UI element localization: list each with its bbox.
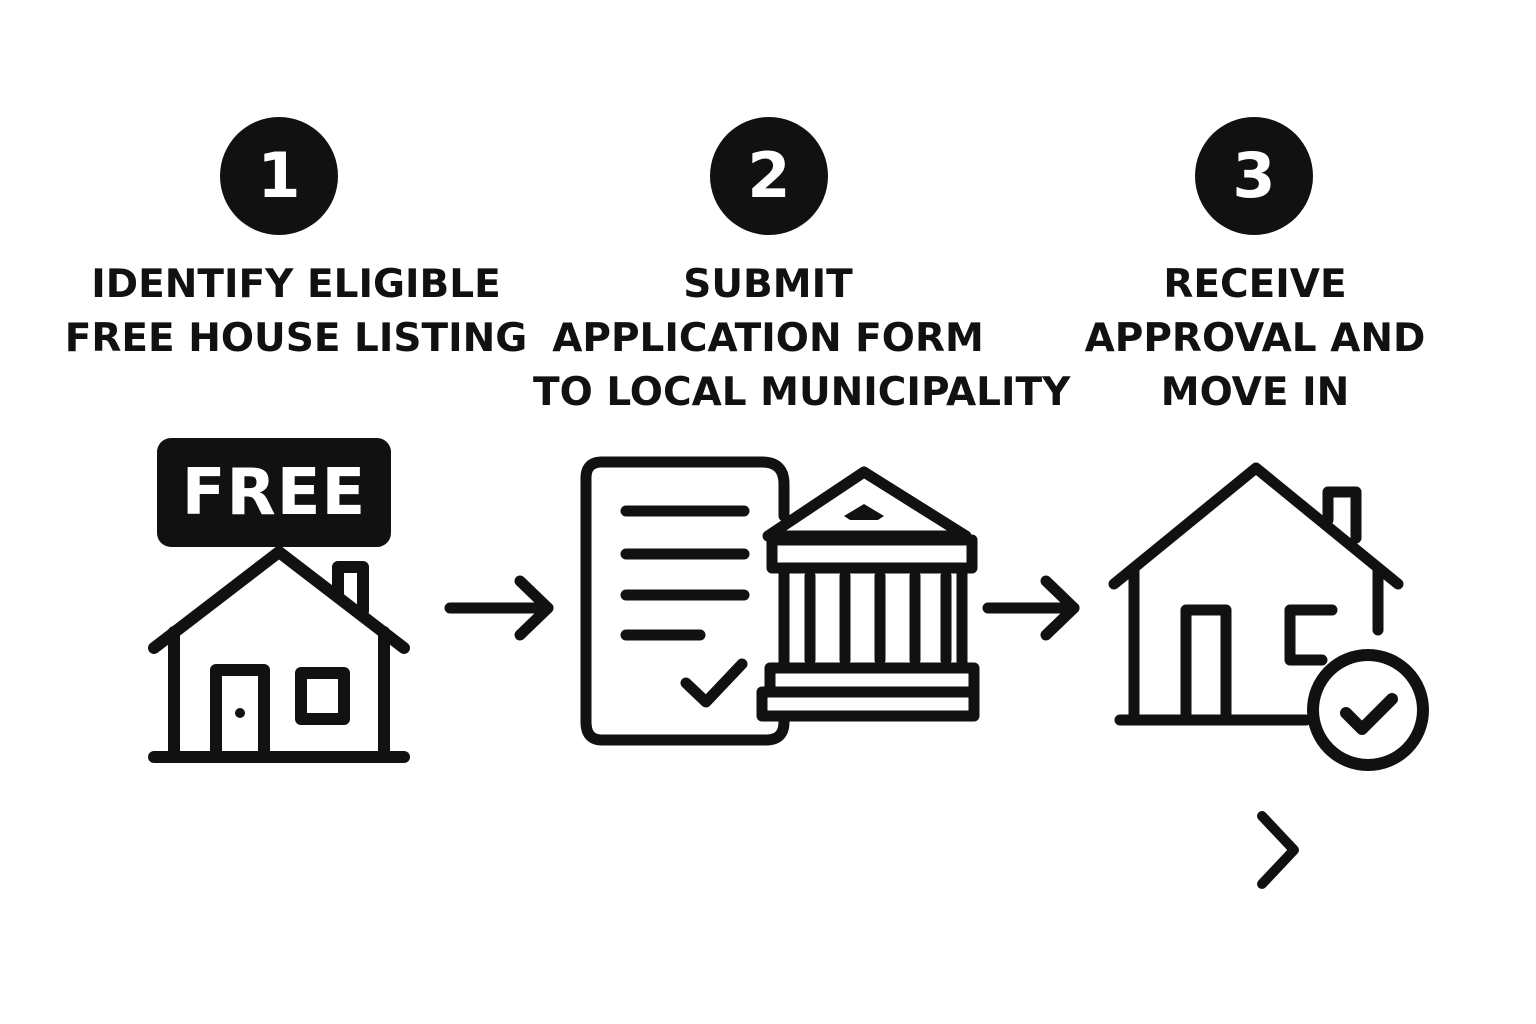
- step-3-title-line-1: RECEIVE: [1163, 262, 1347, 307]
- step-3-title-line-2: APPROVAL AND: [1084, 316, 1426, 361]
- document-and-government-building-icon: [580, 456, 980, 746]
- step-2-title: SUBMIT APPLICATION FORM TO LOCAL MUNICIP…: [533, 258, 1071, 420]
- step-2-number: 2: [710, 117, 828, 235]
- house-icon: [148, 546, 410, 763]
- step-3-title-line-3: MOVE IN: [1160, 370, 1350, 415]
- step-1-title-line-2: FREE HOUSE LISTING: [64, 316, 528, 361]
- step-3-number: 3: [1195, 117, 1313, 235]
- free-badge: FREE: [157, 438, 391, 547]
- step-2-title-line-3: TO LOCAL MUNICIPALITY: [533, 370, 1071, 415]
- arrow-right-icon: [444, 575, 554, 641]
- arrow-right-icon: [982, 575, 1080, 641]
- step-1-title: IDENTIFY ELIGIBLE FREE HOUSE LISTING: [61, 258, 531, 366]
- step-2-title-line-1: SUBMIT: [683, 262, 853, 307]
- chevron-right-icon: [1257, 811, 1299, 889]
- step-2-title-line-2: APPLICATION FORM: [552, 316, 984, 361]
- step-1-number: 1: [220, 117, 338, 235]
- step-3-title: RECEIVE APPROVAL AND MOVE IN: [1020, 258, 1490, 420]
- house-with-checkmark-icon: [1108, 462, 1429, 771]
- step-1-title-line-1: IDENTIFY ELIGIBLE: [91, 262, 501, 307]
